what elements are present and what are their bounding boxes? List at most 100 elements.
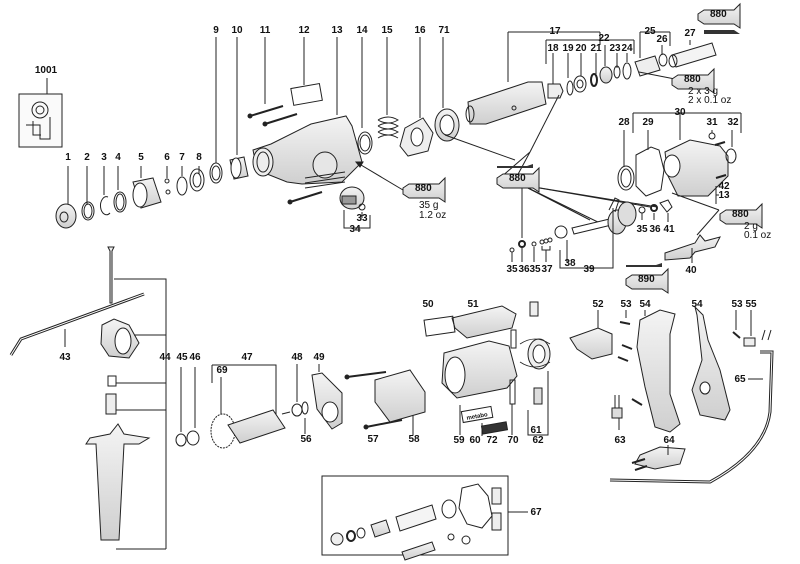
part-label: 70 — [507, 435, 519, 446]
grease-tube-f: 890 — [625, 263, 669, 294]
part-label: 26 — [656, 34, 668, 45]
part-label: 35 — [506, 264, 518, 275]
grease-tube-b: 880 — [496, 164, 540, 193]
part-label: 58 — [408, 434, 420, 445]
kit-67 — [321, 475, 528, 561]
part-label: 13 — [331, 25, 343, 36]
part-label: 40 — [685, 265, 697, 276]
part-label: 59 — [453, 435, 465, 446]
part-label: 19 — [562, 43, 574, 54]
part-label: 32 — [727, 117, 739, 128]
part-label: 39 — [583, 264, 595, 275]
part-label: 50 — [422, 299, 434, 310]
part-label: 3 — [101, 152, 107, 163]
part-label: 20 — [575, 43, 587, 54]
intermediate-shaft — [444, 94, 673, 269]
part-label: 36 — [518, 264, 530, 275]
tube-d-amount: 2 x 3 g — [688, 86, 719, 97]
part-label: 5 — [138, 152, 144, 163]
part-label: 11 — [259, 25, 271, 36]
part-label: 61 — [530, 425, 542, 436]
tube-code: 890 — [638, 274, 655, 285]
part-label: 65 — [734, 374, 746, 385]
part-label: 30 — [674, 107, 686, 118]
part-label: 7 — [179, 152, 185, 163]
part-label: 53 — [731, 299, 743, 310]
part-label: 15 — [381, 25, 393, 36]
switch-handle — [569, 305, 774, 484]
part-label: 27 — [684, 28, 696, 39]
grease-tube-d: 880 — [671, 67, 715, 94]
part-label: 56 — [300, 434, 312, 445]
part-label: 2 — [84, 152, 90, 163]
part-label: 14 — [356, 25, 368, 36]
grease-tube-e: 880 — [719, 202, 763, 229]
selector-knob — [339, 186, 371, 229]
part-40 — [664, 192, 721, 263]
part-label: 60 — [469, 435, 481, 446]
part-label: 22 — [598, 33, 610, 44]
part-label: 6 — [164, 152, 170, 163]
part-label: 48 — [291, 352, 303, 363]
part-label: 49 — [313, 352, 325, 363]
gear-housing-parts — [209, 37, 460, 205]
part-label: 1 — [65, 152, 71, 163]
part-label: 54 — [639, 299, 651, 310]
part-label: 12 — [298, 25, 310, 36]
part-label: 69 — [216, 365, 228, 376]
grease-tube-c: 880 — [697, 2, 741, 34]
part-label: 53 — [620, 299, 632, 310]
part-label: 25 — [644, 26, 656, 37]
tube-code: 880 — [684, 74, 701, 85]
part-label: 72 — [486, 435, 498, 446]
part-label: 17 — [549, 26, 561, 37]
part-label: 62 — [532, 435, 544, 446]
tube-code: 880 — [710, 9, 727, 20]
part-label: 46 — [189, 352, 201, 363]
part-label: 16 — [414, 25, 426, 36]
tube-code: 880 — [509, 173, 526, 184]
part-label: 13 — [718, 190, 730, 201]
gearbox-cover — [617, 112, 742, 204]
tube-code: 880 — [415, 183, 432, 194]
part-label: 37 — [541, 264, 553, 275]
part-label: 63 — [614, 435, 626, 446]
part-label: 57 — [367, 434, 379, 445]
brand-plate-text: metabo — [466, 412, 488, 422]
part-label: 44 — [159, 352, 171, 363]
motor-housing — [344, 301, 551, 436]
part-label: 18 — [547, 43, 559, 54]
part-label: 8 — [196, 152, 202, 163]
part-label: 36 — [649, 224, 661, 235]
part-label: 29 — [642, 117, 654, 128]
chuck-parts — [55, 166, 205, 229]
grease-tube-a: 880 — [402, 176, 446, 203]
label-1001: 1001 — [34, 65, 58, 76]
tube-d-amount-imperial: 2 x 0.1 oz — [688, 95, 732, 106]
part-label: 34 — [349, 224, 361, 235]
tube-a-amount-imperial: 1.2 oz — [419, 210, 447, 221]
side-handle — [9, 246, 167, 550]
tube-e-amount-imperial: 0.1 oz — [744, 230, 772, 241]
part-label: 33 — [356, 213, 368, 224]
part-label: 9 — [213, 25, 219, 36]
part-label: 38 — [564, 258, 576, 269]
part-label: 55 — [745, 299, 757, 310]
part-label: 42 — [718, 181, 730, 192]
spindle-assembly — [465, 31, 717, 125]
tube-a-amount: 35 g — [419, 200, 439, 211]
part-label: 24 — [621, 43, 633, 54]
part-label: 28 — [618, 117, 630, 128]
tube-e-amount: 2 g — [744, 221, 758, 232]
part-label: 51 — [467, 299, 479, 310]
tube-code: 880 — [732, 209, 749, 220]
part-label: 35 — [529, 264, 541, 275]
part-label: 31 — [706, 117, 718, 128]
part-label: 43 — [59, 352, 71, 363]
part-label: 4 — [115, 152, 121, 163]
part-label: 35 — [636, 224, 648, 235]
part-label: 41 — [663, 224, 675, 235]
part-label: 64 — [663, 435, 675, 446]
part-label: 10 — [231, 25, 243, 36]
